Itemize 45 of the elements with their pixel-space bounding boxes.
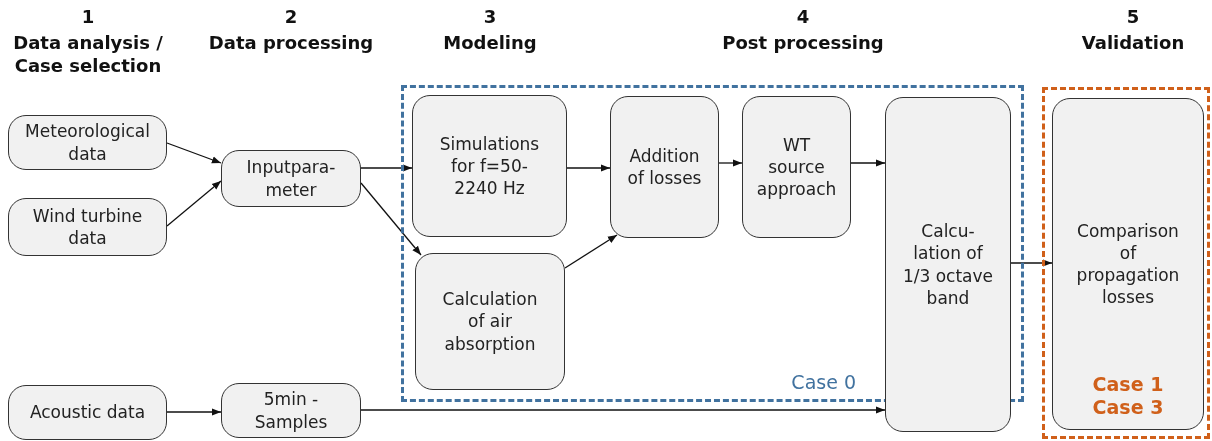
box-text: WT source approach bbox=[756, 133, 837, 201]
process-box bbox=[8, 198, 167, 256]
arrow bbox=[360, 164, 413, 172]
step-title: Data analysis / Case selection bbox=[12, 32, 164, 77]
arrow bbox=[360, 406, 886, 414]
process-box bbox=[8, 115, 167, 170]
process-box bbox=[742, 96, 851, 238]
arrow bbox=[850, 159, 886, 167]
process-box bbox=[885, 97, 1011, 432]
box-text: Addition of losses bbox=[626, 144, 703, 190]
step-title: Modeling bbox=[443, 32, 537, 55]
step-number: 2 bbox=[284, 6, 298, 29]
step-title: Validation bbox=[1081, 32, 1185, 55]
step-number: 5 bbox=[1126, 6, 1140, 29]
box-text: 5min - Samples bbox=[253, 388, 329, 433]
arrow bbox=[166, 408, 222, 416]
box-text: Acoustic data bbox=[28, 401, 147, 424]
step-number: 1 bbox=[81, 6, 95, 29]
process-box bbox=[8, 385, 167, 440]
box-text: Inputpara- meter bbox=[245, 156, 337, 201]
arrow bbox=[566, 164, 611, 172]
arrow bbox=[166, 180, 222, 227]
process-box bbox=[415, 253, 565, 390]
arrow bbox=[166, 142, 222, 164]
box-text: Simulations for f=50- 2240 Hz bbox=[438, 132, 541, 200]
arrow bbox=[718, 159, 743, 167]
step-number: 3 bbox=[483, 6, 497, 29]
case-label: Case 1 bbox=[1092, 373, 1164, 397]
step-number: 4 bbox=[796, 6, 810, 29]
arrow bbox=[1010, 259, 1053, 267]
step-title: Data processing bbox=[208, 32, 374, 55]
arrow bbox=[360, 182, 422, 256]
box-text: Wind turbine data bbox=[31, 204, 144, 250]
box-text: Meteorological data bbox=[24, 120, 151, 165]
process-box bbox=[221, 383, 361, 438]
process-box bbox=[221, 150, 361, 207]
group-label: Case 0 bbox=[791, 371, 856, 393]
step-title: Post processing bbox=[722, 32, 884, 55]
process-box bbox=[412, 95, 567, 237]
box-text: Calcu- lation of 1/3 octave band bbox=[902, 220, 994, 309]
case-label: Case 3 bbox=[1092, 396, 1164, 419]
box-text: Calculation of air absorption bbox=[441, 288, 539, 355]
process-box bbox=[610, 96, 719, 238]
box-text: Comparison of propagation losses bbox=[1075, 219, 1181, 309]
arrow bbox=[564, 234, 618, 269]
